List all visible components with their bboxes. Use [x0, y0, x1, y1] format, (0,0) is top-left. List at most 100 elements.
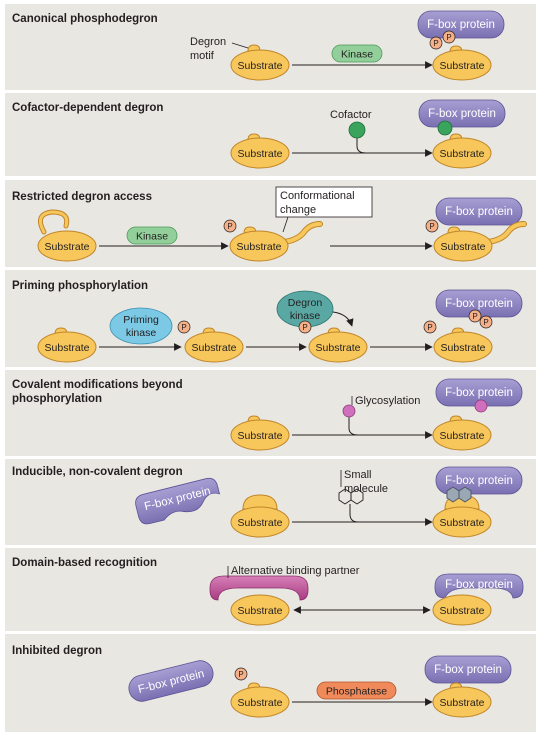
- svg-text:F-box protein: F-box protein: [445, 475, 513, 487]
- svg-text:F-box protein: F-box protein: [445, 387, 513, 399]
- svg-text:Kinase: Kinase: [136, 231, 168, 243]
- svg-text:P: P: [238, 670, 243, 679]
- svg-text:Substrate: Substrate: [440, 697, 485, 709]
- fbox-protein-p2: F-box protein: [418, 99, 506, 128]
- substrate-p4-4: Substrate: [433, 327, 493, 363]
- substrate-p4-3: Substrate: [308, 327, 368, 363]
- cofactor-bound-circle: [437, 120, 453, 136]
- fbox-protein-p7: F-box protein: [434, 573, 524, 599]
- panel-title-inhibited: Inhibited degron: [12, 645, 102, 657]
- substrate-p3-left: Substrate: [37, 209, 97, 262]
- svg-text:F-box protein: F-box protein: [428, 108, 496, 120]
- degron-motif-label-line1: Degron: [190, 36, 226, 48]
- panel-title-inducible: Inducible, non-covalent degron: [12, 466, 183, 478]
- phospho-p1-b: P: [442, 30, 456, 44]
- svg-text:kinase: kinase: [290, 310, 321, 322]
- svg-text:P: P: [446, 33, 451, 42]
- substrate-p3-middle: Substrate: [229, 221, 323, 262]
- svg-text:Substrate: Substrate: [440, 60, 485, 72]
- phospho-p4-a: P: [177, 320, 191, 334]
- substrate-p4-2: Substrate: [184, 327, 244, 363]
- substrate-p7-right: Substrate: [432, 594, 492, 626]
- svg-text:Substrate: Substrate: [441, 342, 486, 354]
- small-molecule-connector: [349, 504, 359, 523]
- phospho-p3-middle: P: [223, 219, 237, 233]
- cofactor-connector: [356, 137, 367, 154]
- substrate-p7-left: Substrate: [230, 594, 290, 626]
- svg-text:P: P: [483, 318, 488, 327]
- phospho-p4-d: P: [468, 309, 482, 323]
- svg-text:Substrate: Substrate: [45, 342, 90, 354]
- phospho-p3-right: P: [425, 219, 439, 233]
- svg-text:Degron: Degron: [288, 297, 323, 309]
- glycosylation-bound-circle: [474, 399, 488, 413]
- glycosylation-circle: [342, 404, 356, 418]
- degron-motif-leader: [231, 42, 249, 49]
- substrate-p2-left: Substrate: [230, 133, 290, 169]
- svg-text:Substrate: Substrate: [237, 241, 282, 253]
- phospho-p4-b: P: [298, 320, 312, 334]
- phosphatase-pill: Phosphatase: [316, 681, 397, 700]
- kinase-pill-p1: Kinase: [331, 44, 383, 63]
- svg-text:F-box protein: F-box protein: [445, 579, 513, 591]
- substrate-p8-right: Substrate: [432, 682, 492, 718]
- svg-text:Substrate: Substrate: [238, 60, 283, 72]
- panel-title-priming: Priming phosphorylation: [12, 280, 148, 292]
- substrate-p6-left: Substrate: [230, 494, 290, 538]
- small-molecule-label-line1: Small: [344, 469, 372, 481]
- degron-motif-label-line2: motif: [190, 50, 215, 62]
- svg-text:F-box protein: F-box protein: [427, 19, 495, 31]
- priming-kinase-blob: Priming kinase: [109, 307, 173, 345]
- panel-title-canonical: Canonical phosphodegron: [12, 13, 158, 25]
- phospho-p4-c: P: [423, 320, 437, 334]
- svg-text:F-box protein: F-box protein: [434, 664, 502, 676]
- substrate-p4-1: Substrate: [37, 327, 97, 363]
- phospho-p8: P: [234, 667, 248, 681]
- phospho-p4-e: P: [479, 315, 493, 329]
- substrate-p3-right: Substrate: [433, 221, 527, 262]
- svg-text:Phosphatase: Phosphatase: [326, 686, 387, 698]
- svg-text:F-box protein: F-box protein: [445, 206, 513, 218]
- svg-text:Substrate: Substrate: [238, 605, 283, 617]
- svg-text:change: change: [280, 204, 316, 216]
- fbox-protein-p3: F-box protein: [435, 197, 523, 226]
- svg-text:Conformational: Conformational: [280, 190, 355, 202]
- glycosylation-label: Glycosylation: [355, 395, 420, 407]
- panel-title-covalent-line2: phosphorylation: [12, 393, 102, 405]
- svg-text:Substrate: Substrate: [441, 241, 486, 253]
- substrate-p5-left: Substrate: [230, 415, 290, 451]
- panel-title-cofactor: Cofactor-dependent degron: [12, 102, 163, 114]
- svg-text:P: P: [181, 323, 186, 332]
- svg-text:Substrate: Substrate: [440, 430, 485, 442]
- svg-text:Substrate: Substrate: [238, 517, 283, 529]
- substrate-p2-right: Substrate: [432, 133, 492, 169]
- cofactor-circle: [348, 121, 366, 139]
- alt-binding-label: Alternative binding partner: [231, 565, 360, 577]
- small-molecule-bound-icon: [446, 486, 472, 503]
- substrate-p8-left: Substrate: [230, 682, 290, 718]
- svg-text:Substrate: Substrate: [192, 342, 237, 354]
- substrate-p1-left: Substrate: [230, 44, 290, 81]
- phospho-p1-a: P: [429, 36, 443, 50]
- substrate-p5-right: Substrate: [432, 415, 492, 451]
- svg-text:Substrate: Substrate: [316, 342, 361, 354]
- svg-text:Substrate: Substrate: [238, 697, 283, 709]
- svg-text:P: P: [433, 39, 438, 48]
- fbox-protein-p8: F-box protein: [424, 655, 512, 684]
- svg-text:P: P: [302, 323, 307, 332]
- substrate-p1-right: Substrate: [432, 45, 492, 81]
- svg-text:Substrate: Substrate: [440, 517, 485, 529]
- degron-kinase-blob: Degron kinase: [276, 290, 334, 328]
- panel-title-domain: Domain-based recognition: [12, 557, 157, 569]
- panel-title-restricted: Restricted degron access: [12, 191, 152, 203]
- svg-text:Kinase: Kinase: [341, 49, 373, 61]
- svg-text:Substrate: Substrate: [440, 605, 485, 617]
- substrate-p6-right: Substrate: [432, 494, 492, 538]
- svg-text:P: P: [227, 222, 232, 231]
- svg-text:P: P: [427, 323, 432, 332]
- svg-text:Substrate: Substrate: [45, 241, 90, 253]
- svg-text:P: P: [472, 312, 477, 321]
- fbox-protein-p6: F-box protein: [435, 466, 523, 495]
- degron-kinase-arrow: [332, 311, 354, 327]
